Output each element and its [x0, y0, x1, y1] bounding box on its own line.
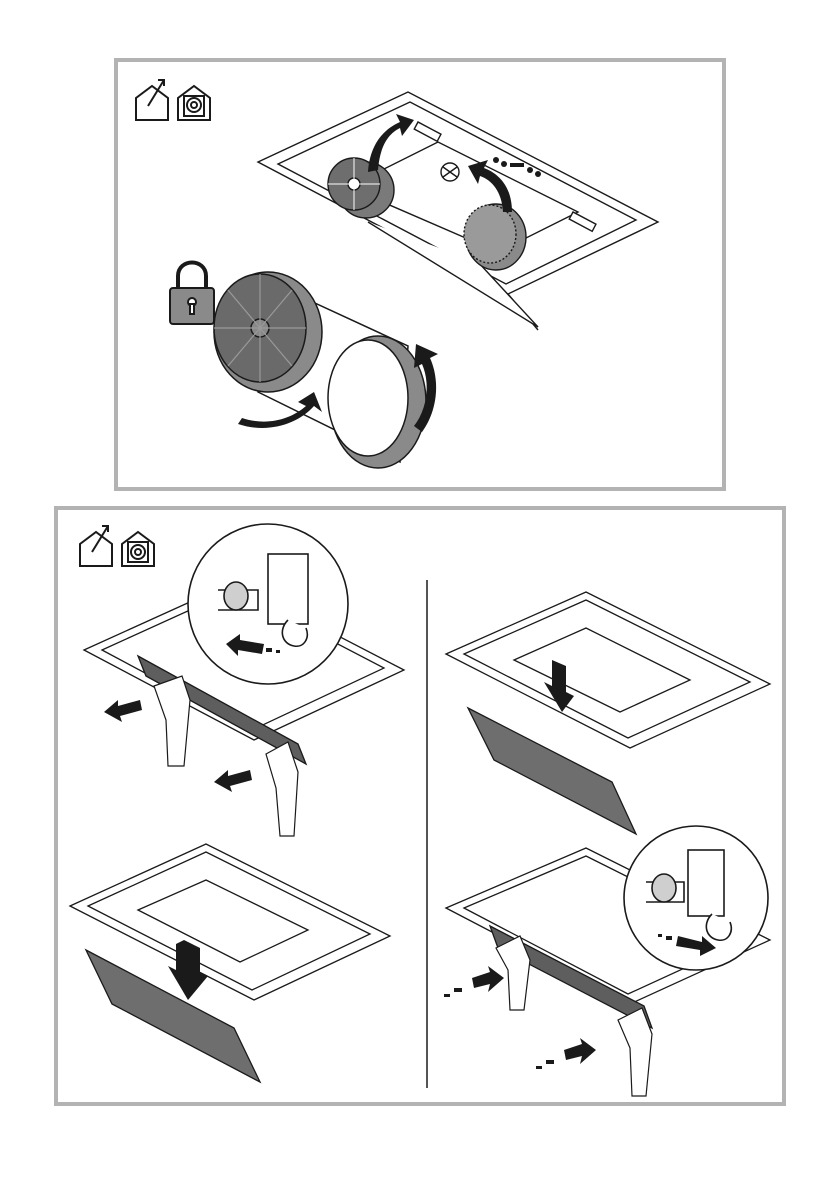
step-pull-panel	[84, 524, 404, 836]
hand-left-icon	[496, 936, 530, 1010]
step-lower-panel	[70, 844, 390, 1082]
padlock-icon	[170, 263, 214, 325]
house-vent-out-icon	[136, 80, 168, 120]
house-recirculation-icon	[122, 532, 154, 566]
panel-grease-panel	[54, 506, 786, 1106]
latch-detail-zoom	[188, 524, 348, 684]
hand-right-icon	[618, 1008, 652, 1096]
push-arrow-left-icon	[444, 966, 504, 997]
grease-panel-illustration	[58, 510, 782, 1102]
filter-install-illustration	[118, 62, 722, 487]
hand-left-icon	[154, 676, 190, 766]
house-recirculation-icon	[178, 86, 210, 120]
hood-body	[258, 92, 658, 330]
house-vent-out-icon	[80, 526, 112, 566]
pull-arrow-right-icon	[214, 770, 252, 792]
hand-right-icon	[266, 742, 298, 836]
pull-arrow-left-icon	[104, 700, 142, 722]
push-arrow-right-icon	[536, 1038, 596, 1069]
charcoal-filter-enlarged	[214, 272, 426, 468]
step-push-panel	[444, 826, 770, 1096]
step-raise-panel	[446, 592, 770, 834]
panel-filter-install	[114, 58, 726, 491]
